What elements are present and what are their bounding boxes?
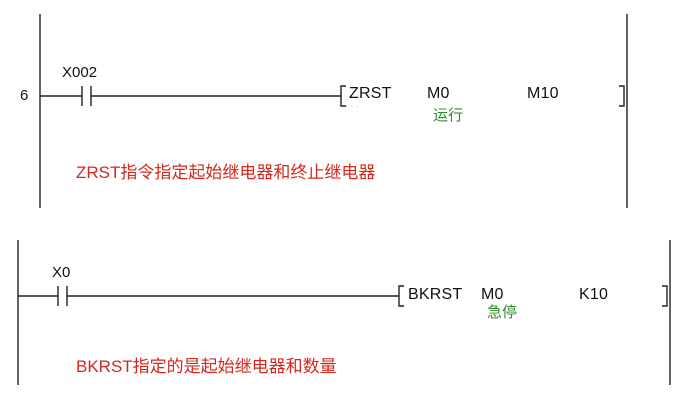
comment-estop: 急停 — [487, 304, 518, 321]
instruction-zrst: ZRST — [349, 85, 392, 102]
operand-m10: M10 — [527, 85, 559, 102]
instruction-bkrst: BKRST — [408, 286, 463, 303]
instruction-bracket-left-1 — [340, 85, 346, 107]
note-bkrst: BKRST指定的是起始继电器和数量 — [76, 357, 337, 376]
rung-2 — [17, 240, 671, 385]
operand-m0-2: M0 — [481, 286, 504, 303]
operand-k10: K10 — [579, 286, 609, 303]
instruction-bracket-left-2 — [398, 285, 404, 307]
faint-artifact: · · · — [345, 101, 359, 111]
instruction-bracket-right-1 — [619, 85, 625, 107]
contact-label-x0: X0 — [52, 264, 71, 281]
step-number: 6 — [20, 87, 29, 104]
comment-run: 运行 — [433, 107, 464, 124]
instruction-bracket-right-2 — [662, 285, 668, 307]
operand-m0: M0 — [427, 85, 450, 102]
rung-1 — [39, 14, 628, 208]
contact-label-x002: X002 — [62, 64, 98, 81]
note-zrst: ZRST指令指定起始继电器和终止继电器 — [76, 163, 376, 182]
